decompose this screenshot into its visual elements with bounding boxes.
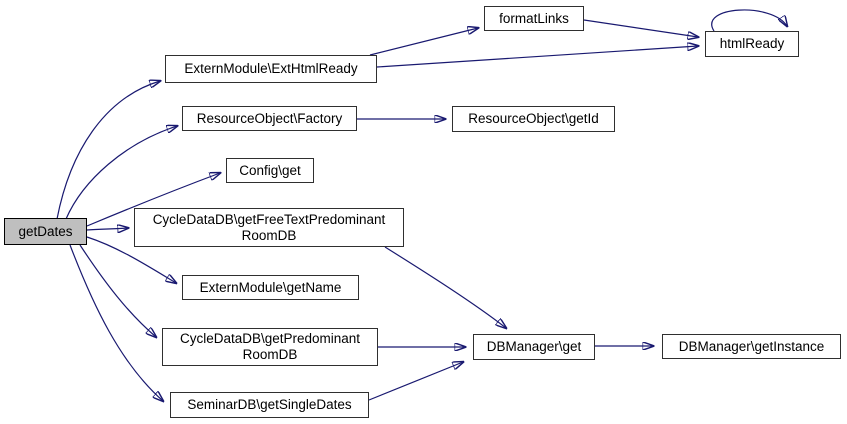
node-label: ExternModule\getName (199, 279, 342, 295)
node-dbManagerGet[interactable]: DBManager\get (473, 334, 595, 360)
node-label: RoomDB (241, 227, 297, 243)
edge-extHtmlReady-formatLinks (369, 28, 478, 56)
edge-getDates-predominantRoomDB (79, 244, 156, 337)
edge-getSingleDates-dbManagerGet (368, 362, 463, 401)
node-label: ResourceObject\getId (468, 111, 599, 126)
node-label: SeminarDB\getSingleDates (187, 397, 352, 412)
node-predominantRoomDB[interactable]: CycleDataDB\getPredominant RoomDB (162, 328, 378, 366)
node-formatLinks[interactable]: formatLinks (484, 6, 584, 31)
edge-extHtmlReady-htmlReady (376, 46, 698, 68)
node-getSingleDates[interactable]: SeminarDB\getSingleDates (170, 392, 369, 418)
node-extHtmlReady[interactable]: ExternModule\ExtHtmlReady (165, 55, 377, 83)
edge-getDates-getSingleDates (69, 244, 163, 401)
node-label: DBManager\get (486, 339, 582, 354)
edge-freeTextPredominantRoomDB-dbManagerGet (384, 246, 506, 328)
node-label: ResourceObject\Factory (196, 110, 343, 126)
edge-getDates-resourceFactory (65, 126, 177, 220)
node-freeTextPredominantRoomDB[interactable]: CycleDataDB\getFreeTextPredominant RoomD… (134, 208, 404, 247)
node-dbManagerGetInstance[interactable]: DBManager\getInstance (662, 334, 841, 359)
node-resourceGetId[interactable]: ResourceObject\getId (452, 106, 615, 132)
node-label: htmlReady (719, 36, 785, 51)
node-label: RoomDB (242, 347, 298, 362)
node-label: ExternModule\ExtHtmlReady (184, 61, 358, 76)
node-externGetName[interactable]: ExternModule\getName (182, 275, 359, 300)
node-label: CycleDataDB\getFreeTextPredominant (152, 211, 386, 227)
node-getDates: getDates (4, 218, 87, 245)
node-label: DBManager\getInstance (678, 338, 825, 354)
edge-formatLinks-htmlReady (583, 19, 698, 37)
node-label: formatLinks (499, 10, 569, 26)
node-label: CycleDataDB\getPredominant (179, 331, 361, 346)
node-resourceFactory[interactable]: ResourceObject\Factory (182, 106, 357, 131)
edge-getDates-freeTextPredominantRoomDB (86, 228, 128, 230)
edge-getDates-extHtmlReady (56, 81, 160, 220)
node-label: getDates (18, 223, 73, 239)
node-htmlReady[interactable]: htmlReady (705, 31, 799, 57)
node-configGet[interactable]: Config\get (226, 158, 314, 183)
edge-getDates-externGetName (86, 236, 176, 283)
edge-htmlReady-self-loop (711, 9, 787, 32)
edge-getDates-configGet (86, 173, 220, 227)
node-label: Config\get (239, 162, 301, 178)
